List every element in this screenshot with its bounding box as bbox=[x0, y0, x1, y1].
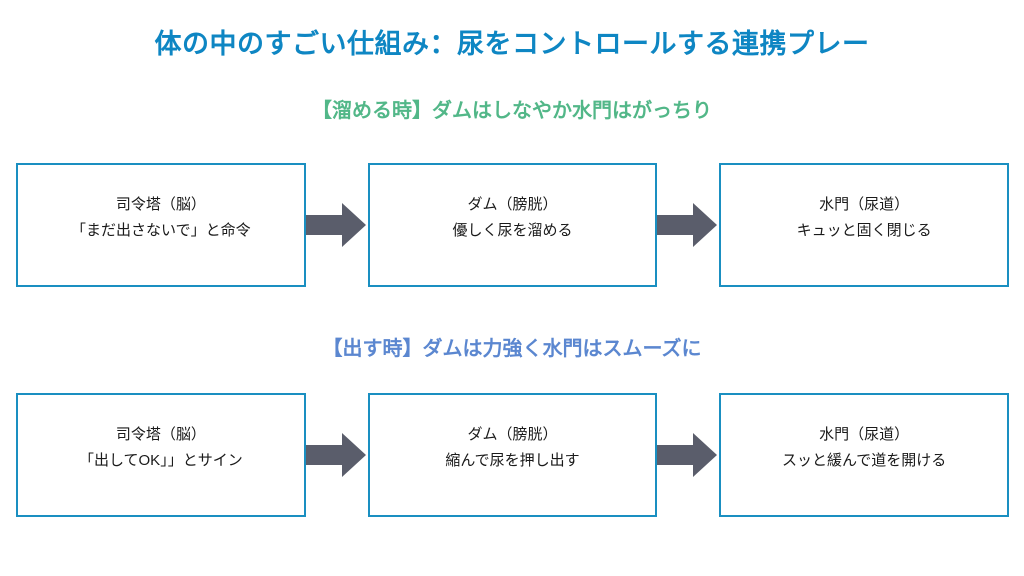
flow-row-storage: 司令塔（脳） 「まだ出さないで」と命令 ダム（膀胱） 優しく尿を溜める 水門（尿… bbox=[16, 163, 1010, 287]
flow-box-line-2: 縮んで尿を押し出す bbox=[445, 452, 580, 469]
arrow-right-icon bbox=[305, 393, 368, 517]
flow-box-line-2: スッと緩んで道を開ける bbox=[782, 452, 947, 469]
flow-box-storage-bladder: ダム（膀胱） 優しく尿を溜める bbox=[367, 163, 658, 287]
flow-box-line-1: 司令塔（脳） bbox=[115, 425, 206, 443]
flow-box-line-1: ダム（膀胱） bbox=[467, 195, 558, 213]
flow-box-line-1: 水門（尿道） bbox=[819, 195, 910, 213]
flow-row-voiding: 司令塔（脳） 「出してOK」」とサイン ダム（膀胱） 縮んで尿を押し出す 水門（… bbox=[16, 393, 1010, 517]
flow-box-line-2: 優しく尿を溜める bbox=[452, 222, 573, 239]
flow-box-line-1: ダム（膀胱） bbox=[467, 425, 558, 443]
flow-box-voiding-urethra: 水門（尿道） スッと緩んで道を開ける bbox=[719, 393, 1010, 517]
flow-box-voiding-bladder: ダム（膀胱） 縮んで尿を押し出す bbox=[367, 393, 658, 517]
flow-box-line-2: キュッと固く閉じる bbox=[796, 222, 932, 239]
section-subtitle-voiding: 【出す時】ダムは力強く水門はスムーズに bbox=[322, 338, 702, 360]
flow-box-voiding-brain: 司令塔（脳） 「出してOK」」とサイン bbox=[16, 393, 306, 517]
flow-box-storage-brain: 司令塔（脳） 「まだ出さないで」と命令 bbox=[16, 163, 306, 287]
section-subtitle-storage: 【溜める時】ダムはしなやか水門はがっちり bbox=[312, 100, 712, 122]
arrow-right-icon bbox=[657, 163, 719, 287]
page-title: 体の中のすごい仕組み：尿をコントロールする連携プレー bbox=[154, 29, 870, 59]
arrow-right-icon bbox=[305, 163, 368, 287]
flow-box-line-1: 司令塔（脳） bbox=[115, 195, 206, 213]
flow-box-line-2: 「まだ出さないで」と命令 bbox=[71, 222, 251, 239]
flow-box-storage-urethra: 水門（尿道） キュッと固く閉じる bbox=[719, 163, 1010, 287]
flow-box-line-2: 「出してOK」」とサイン bbox=[78, 452, 243, 469]
flow-box-line-1: 水門（尿道） bbox=[819, 425, 910, 443]
arrow-right-icon bbox=[657, 393, 719, 517]
